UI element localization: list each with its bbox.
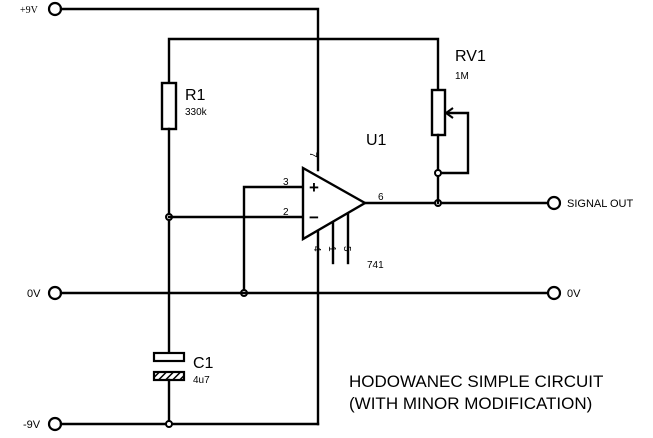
- terminal-zero-left: [47, 285, 63, 301]
- opamp-minus-sign: −: [309, 208, 319, 227]
- wiper-arrow-icon: [444, 107, 454, 119]
- label-rv1-value: 1M: [455, 71, 469, 82]
- opamp-u1: [301, 165, 368, 242]
- pin-label-2: 2: [283, 207, 289, 218]
- wiper-rv1: [436, 111, 470, 175]
- pin-label-6: 6: [378, 192, 384, 203]
- opamp-plus-sign: +: [309, 178, 319, 197]
- wire-top-bias: [167, 37, 440, 92]
- pin-label-4: 4: [311, 246, 322, 252]
- pin-label-7: 7: [307, 152, 318, 158]
- diagram-title-line2: (WITH MINOR MODIFICATION): [349, 394, 592, 413]
- pin-label-1: 1: [326, 246, 337, 252]
- label-zero-right: 0V: [567, 288, 581, 300]
- label-minus9v: -9V: [23, 419, 41, 431]
- label-u1-part: 741: [367, 260, 384, 271]
- resistor-r1: [160, 81, 178, 131]
- junction-c1-minus9v: [165, 420, 173, 428]
- wire-noninverting-input: [242, 185, 305, 295]
- label-r1-value: 330k: [185, 107, 208, 118]
- pin-label-5: 5: [341, 246, 352, 252]
- label-rv1-ref: RV1: [455, 48, 486, 65]
- capacitor-c1-plate-positive: [152, 351, 186, 363]
- potentiometer-rv1: [430, 88, 447, 137]
- label-r1-ref: R1: [185, 87, 206, 104]
- label-c1-value: 4u7: [193, 375, 210, 386]
- junction-wiper: [434, 169, 442, 177]
- wire-plus9v-rail: [59, 7, 320, 172]
- label-plus9v: +9V: [20, 5, 39, 16]
- label-c1-ref: C1: [193, 355, 214, 372]
- terminal-minus9v: [47, 416, 63, 432]
- terminal-signal-out: [546, 195, 562, 211]
- label-zero-left: 0V: [27, 288, 41, 300]
- terminal-plus9v: [47, 1, 63, 17]
- terminal-zero-right: [546, 285, 562, 301]
- label-u1-ref: U1: [366, 132, 387, 149]
- label-signal-out: SIGNAL OUT: [567, 198, 633, 210]
- diagram-title-line1: HODOWANEC SIMPLE CIRCUIT: [349, 372, 603, 391]
- pin-label-3: 3: [283, 177, 289, 188]
